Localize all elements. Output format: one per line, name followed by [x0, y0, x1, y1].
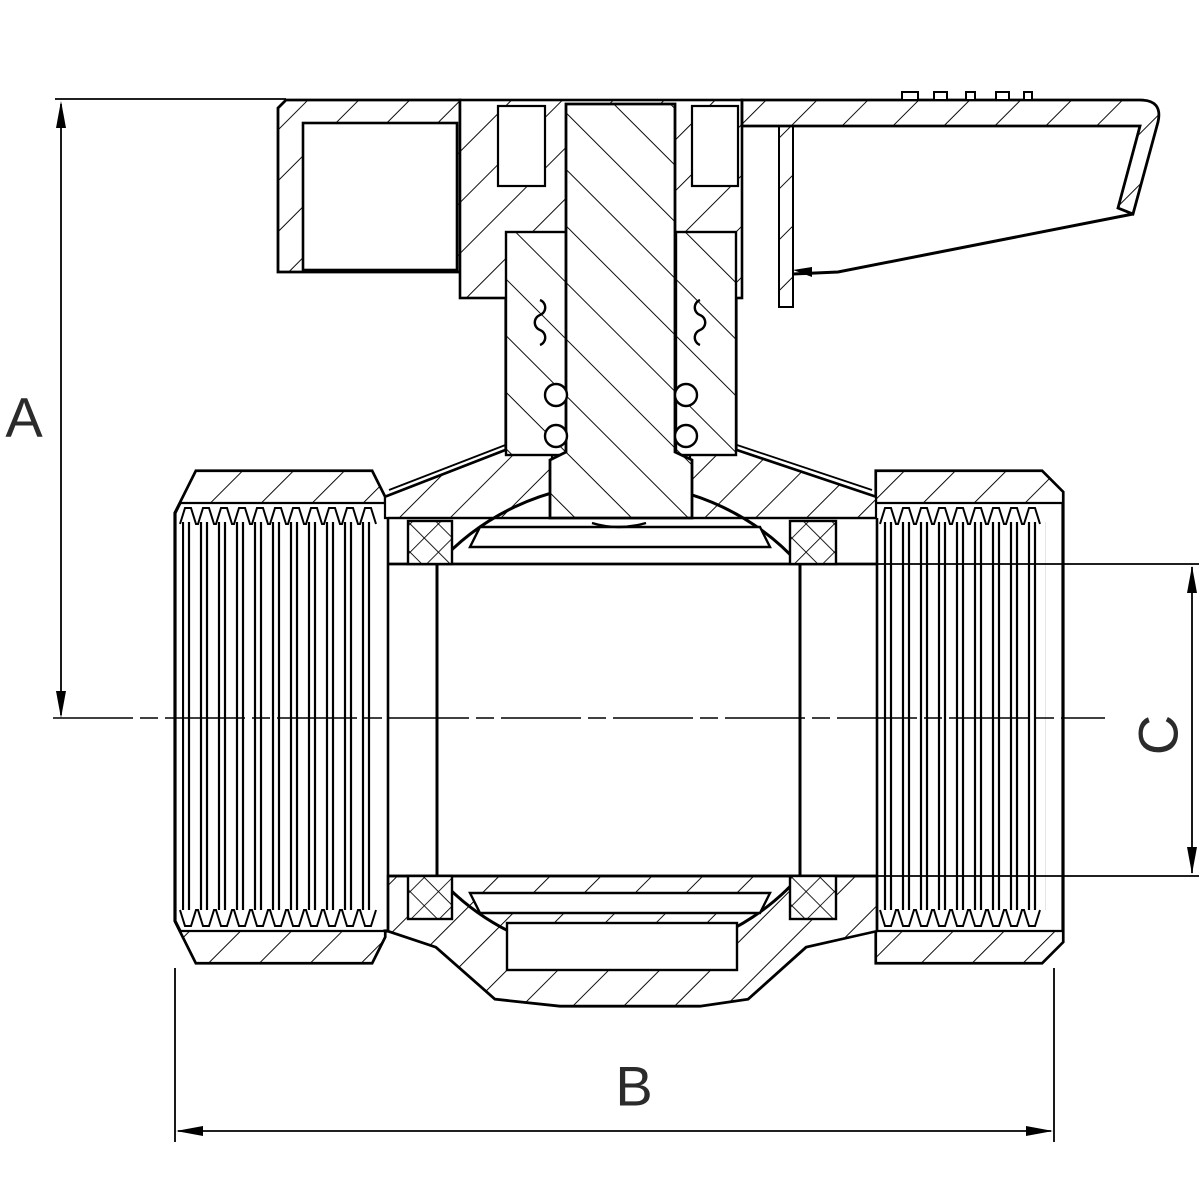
packing-nut-left [504, 230, 568, 457]
left-thread-crest-top [179, 507, 377, 525]
dim-a-arrow-down [56, 691, 66, 718]
dim-a-arrow-up [56, 101, 66, 128]
packing-spring-right [693, 298, 707, 347]
bottom-cavity [505, 921, 739, 972]
left-port-threads [182, 522, 378, 910]
seat-seal-bottom-left [406, 874, 454, 921]
grip-serration [965, 91, 976, 101]
shoulder-surface-line-right [733, 443, 873, 491]
dim-a-label: A [5, 386, 43, 449]
dim-b-arrow-right [1026, 1126, 1053, 1136]
hub-pocket-right [690, 104, 740, 188]
dimension-b: B [174, 968, 1055, 1142]
ball-bore-bottom-edge [468, 891, 772, 915]
ball-bore-top-edge [468, 525, 772, 549]
stem-assembly [496, 102, 740, 529]
stem-oring [543, 382, 569, 408]
left-port-bottom-wall [174, 920, 387, 965]
dim-b-label: B [615, 1055, 652, 1118]
dim-c-arrow-up [1187, 566, 1197, 593]
right-port-bottom-wall [874, 929, 1065, 965]
grip-serration [901, 91, 919, 101]
left-threaded-port [179, 507, 378, 927]
ball-chamber [386, 482, 879, 972]
handle-hub-right-wall [778, 125, 794, 308]
handle-cavity-tick [793, 267, 812, 277]
seat-seal-top-left [406, 519, 454, 566]
dim-b-arrow-left [176, 1126, 203, 1136]
stem-oring [543, 423, 569, 449]
right-threaded-port [879, 507, 1046, 927]
handle-lightening-hole [301, 121, 459, 272]
packing-spring-left [533, 298, 547, 347]
dimension-c: C [862, 563, 1199, 877]
dim-c-arrow-down [1187, 847, 1197, 874]
handle-grip-arm [740, 98, 1161, 216]
stem-ball-slot [591, 521, 647, 529]
right-thread-crest-bottom [879, 909, 1041, 927]
grip-serration [995, 91, 1010, 101]
packing-nut-right [674, 230, 738, 457]
left-thread-crest-bottom [179, 909, 377, 927]
stem-oring [673, 423, 699, 449]
seat-seal-top-right [788, 519, 838, 566]
dimension-a: A [5, 98, 286, 718]
right-port-threads [880, 522, 1046, 910]
hub-pocket-left [496, 104, 547, 188]
shoulder-surface-line-left [388, 443, 509, 491]
valve-stem [548, 102, 694, 520]
dim-c-label: C [1127, 715, 1190, 755]
stem-oring [673, 382, 699, 408]
right-port-top-wall [874, 469, 1065, 505]
grip-serration [933, 91, 948, 101]
seat-seal-bottom-right [788, 874, 838, 921]
right-thread-crest-top [879, 507, 1041, 525]
grip-serration [1023, 91, 1033, 101]
